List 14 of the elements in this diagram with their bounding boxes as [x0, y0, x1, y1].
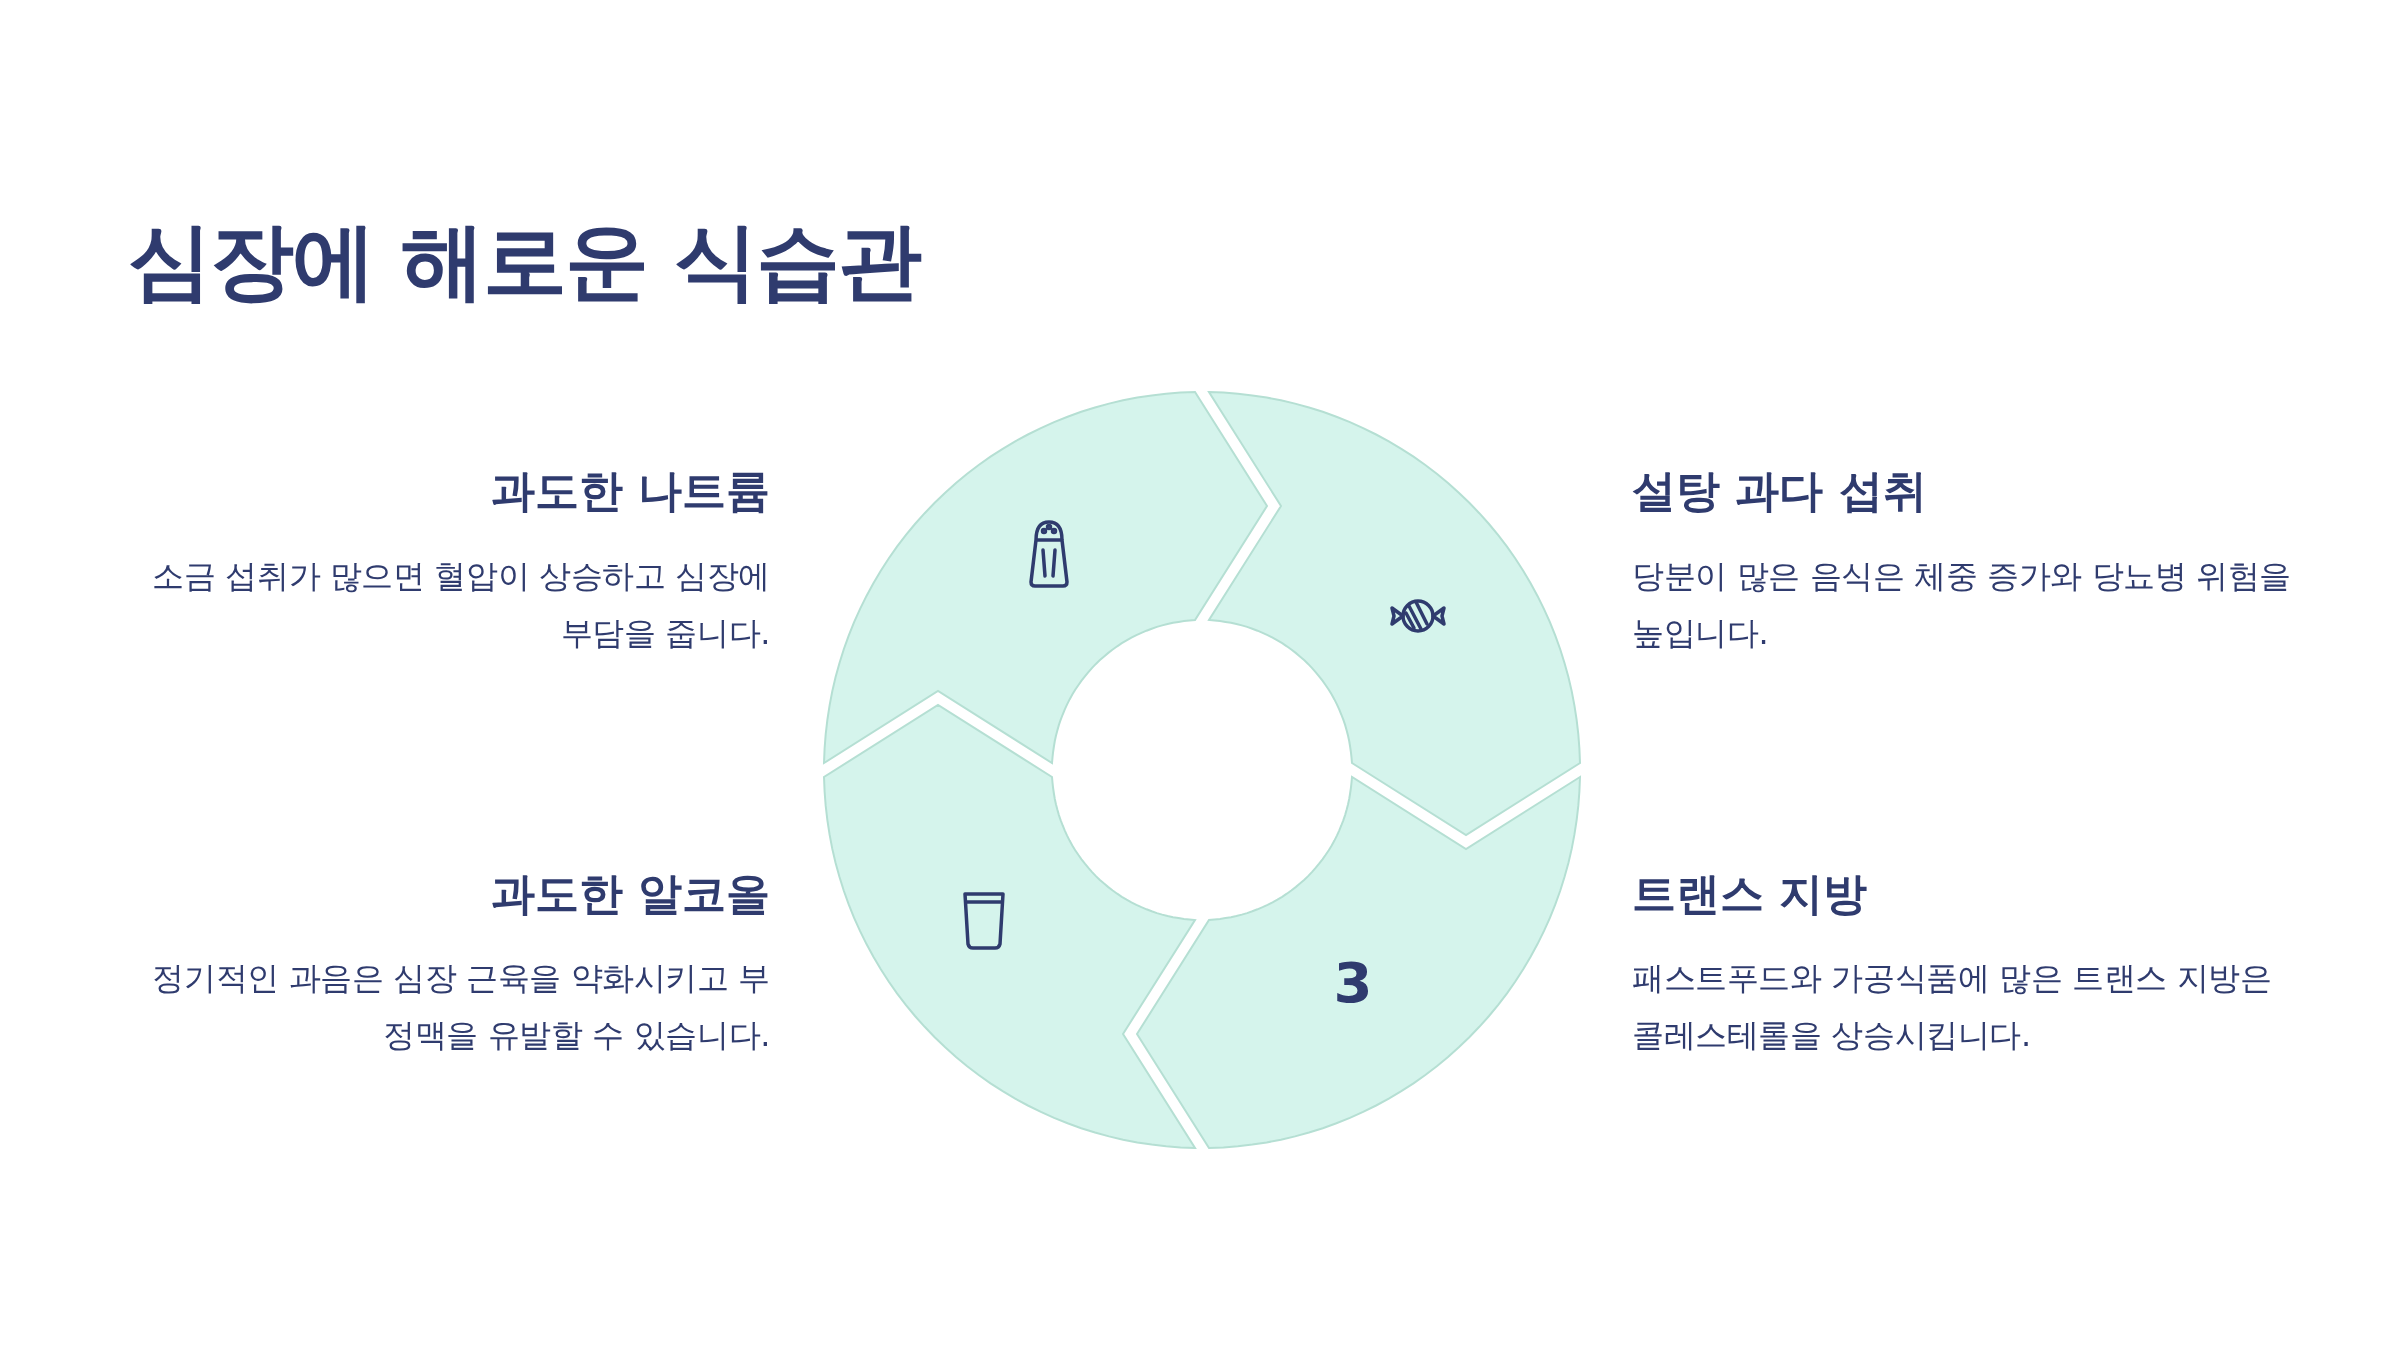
step-number: 3 — [1333, 955, 1373, 1011]
ring-segment — [1135, 775, 1582, 1150]
description: 정기적인 과음은 심장 근육을 약화시키고 부정맥을 유발할 수 있습니다. — [151, 958, 770, 1056]
heading: 트랜스 지방 — [1632, 867, 1869, 921]
description: 당분이 많은 음식은 체중 증가와 당뇨병 위험을 높입니다. — [1632, 556, 2292, 654]
heading: 설탕 과다 섭취 — [1632, 464, 1928, 518]
description: 패스트푸드와 가공식품에 많은 트랜스 지방은 콜레스테롤을 상승시킵니다. — [1632, 958, 2273, 1056]
description: 소금 섭취가 많으면 혈압이 상승하고 심장에 부담을 줍니다. — [151, 556, 770, 654]
heading: 과도한 나트륨 — [489, 464, 770, 518]
ring-segment — [822, 390, 1269, 766]
ring-segment — [822, 703, 1197, 1150]
heading: 과도한 알코올 — [489, 867, 770, 921]
ring-segment — [1207, 390, 1582, 837]
title: 심장에 해로운 식습관 — [128, 211, 921, 312]
